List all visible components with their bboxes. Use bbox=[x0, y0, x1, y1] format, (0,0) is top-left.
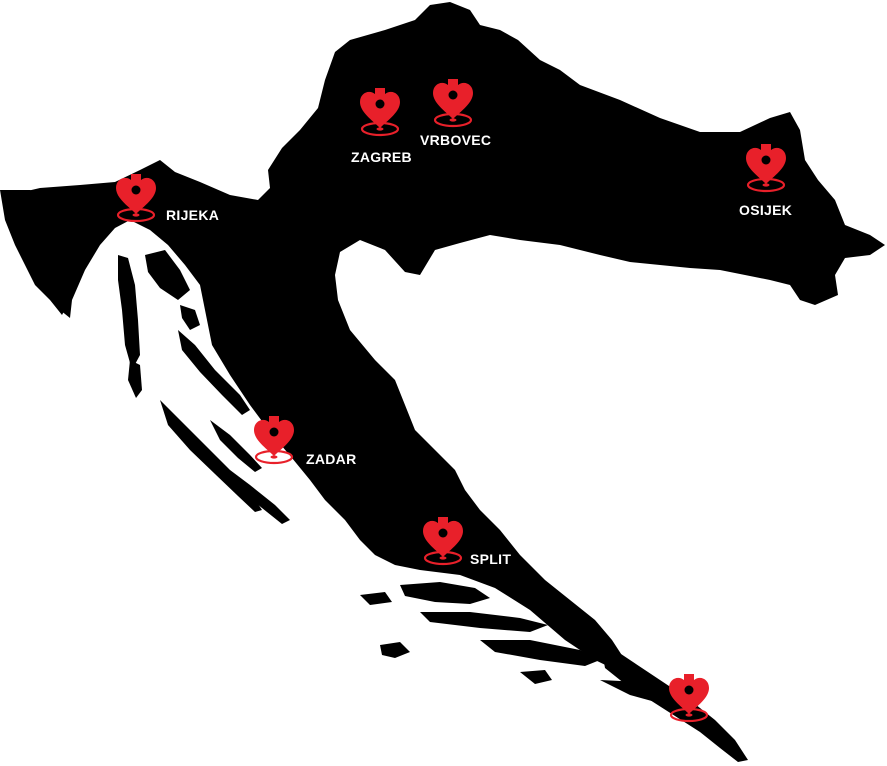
island-losinj bbox=[128, 360, 142, 398]
location-osijek[interactable]: OSIJEK bbox=[739, 142, 792, 218]
island-vis bbox=[380, 642, 410, 658]
city-label-zadar: ZADAR bbox=[306, 451, 357, 467]
location-dubrovnik[interactable]: DUBROVNIK bbox=[667, 672, 805, 724]
islands bbox=[118, 250, 695, 706]
location-zadar[interactable]: ZADAR bbox=[252, 414, 357, 467]
city-label-dubrovnik: DUBROVNIK bbox=[718, 708, 805, 724]
city-label-split: SPLIT bbox=[470, 551, 511, 567]
location-zagreb[interactable]: ZAGREB bbox=[351, 86, 412, 165]
island-ugljan bbox=[210, 420, 262, 472]
island-cres bbox=[118, 255, 140, 370]
island-pag bbox=[178, 330, 250, 415]
heart-location-pin-icon bbox=[252, 414, 296, 465]
city-label-rijeka: RIJEKA bbox=[166, 207, 219, 223]
city-label-vrbovec: VRBOVEC bbox=[420, 132, 491, 148]
location-vrbovec[interactable]: VRBOVEC bbox=[420, 77, 491, 148]
island-hvar bbox=[420, 612, 548, 632]
island-lastovo bbox=[520, 670, 552, 684]
island-mljet bbox=[600, 680, 695, 706]
city-label-zagreb: ZAGREB bbox=[351, 149, 412, 165]
island-korcula bbox=[480, 640, 600, 666]
island-brac bbox=[400, 582, 490, 604]
location-rijeka[interactable]: RIJEKA bbox=[114, 172, 219, 223]
island-solta bbox=[360, 592, 392, 605]
island-kornati bbox=[230, 470, 290, 524]
island-rab bbox=[180, 305, 200, 330]
istria-peninsula bbox=[0, 190, 90, 315]
island-dugi-otok bbox=[160, 400, 262, 512]
island-krk bbox=[145, 250, 190, 300]
croatia-mainland bbox=[8, 2, 885, 672]
city-label-osijek: OSIJEK bbox=[739, 202, 792, 218]
location-split[interactable]: SPLIT bbox=[421, 515, 511, 567]
location-markers: ZAGREB VRBOVEC OSIJEK RIJEKA ZADAR SPLIT… bbox=[114, 77, 805, 724]
